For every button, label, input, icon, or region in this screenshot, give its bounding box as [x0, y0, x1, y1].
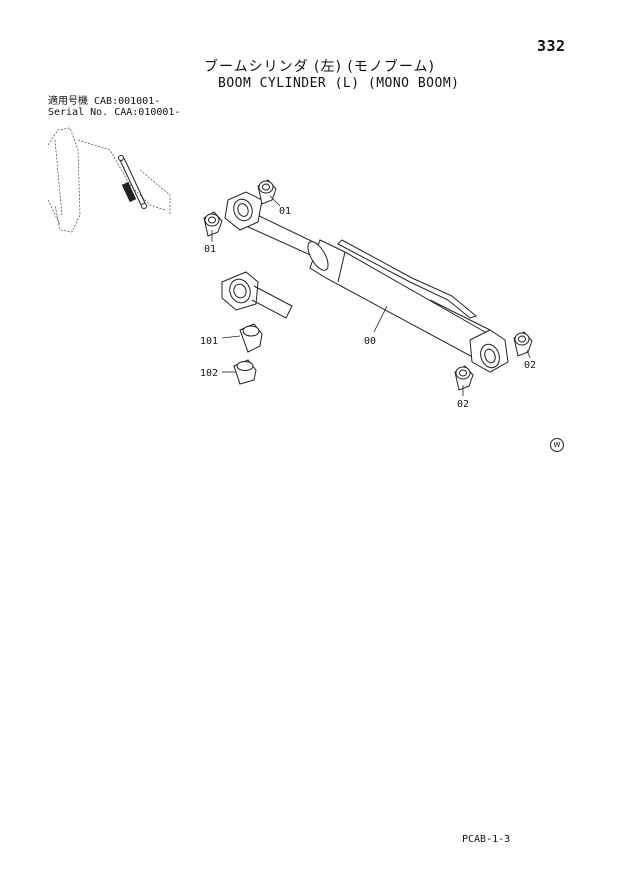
title-japanese: ブームシリンダ (左) (モノブーム) [204, 59, 435, 75]
leader-lines [211, 195, 531, 396]
part-101-bushing [239, 323, 263, 353]
callout-101: 101 [200, 336, 218, 347]
callout-02-bottom: 02 [457, 399, 469, 410]
locator-cylinder [118, 155, 147, 209]
detail-rod-eye [221, 271, 293, 319]
w-mark: W [550, 438, 564, 452]
boom-cylinder-assembly [224, 191, 509, 373]
bushing-01-left [203, 211, 223, 237]
serial-japanese: 適用号機 CAB:001001- [48, 96, 161, 107]
callout-01-top: 01 [279, 206, 291, 217]
serial-english: Serial No. CAA:010001- [48, 107, 181, 118]
title-english: BOOM CYLINDER (L) (MONO BOOM) [218, 76, 460, 91]
callout-02-right: 02 [524, 360, 536, 371]
callout-102: 102 [200, 368, 218, 379]
footer-code: PCAB-1-3 [462, 834, 511, 845]
callout-00: 00 [364, 336, 376, 347]
page-number: 332 [537, 37, 566, 55]
locator-sketch [47, 127, 171, 233]
callout-01-left: 01 [204, 244, 216, 255]
part-102-ring [233, 359, 257, 385]
bushing-01-top [257, 179, 277, 205]
bushing-02-right [513, 331, 533, 357]
bushing-02-bottom [454, 365, 474, 391]
